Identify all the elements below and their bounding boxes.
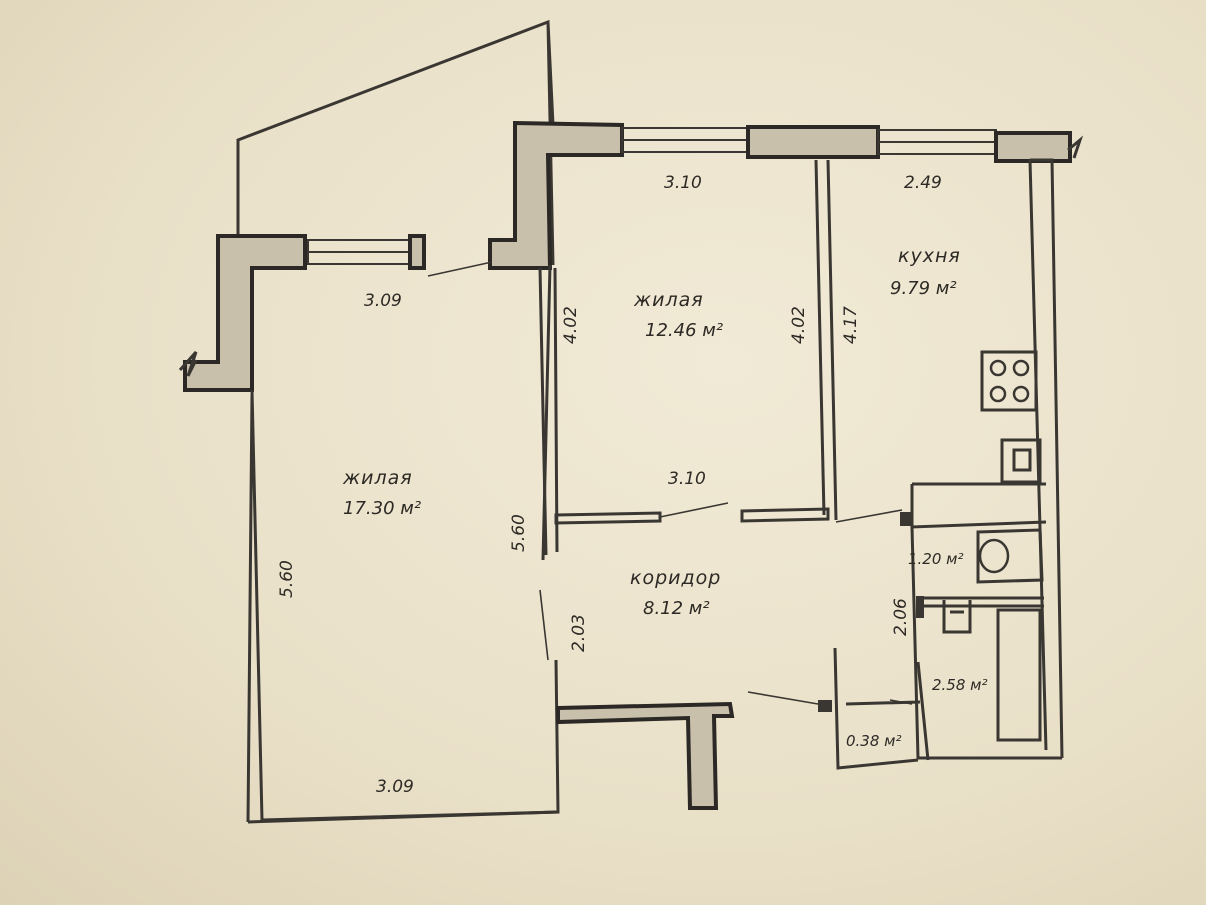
wall-small-left: [538, 267, 559, 556]
wall-pier-right: [994, 131, 1072, 163]
dim-top-small: 3.10: [664, 173, 702, 193]
dim-bottom-big: 3.09: [376, 777, 414, 797]
wall-small-bottom: [554, 507, 830, 525]
exterior-wall-left: [183, 234, 307, 392]
dim-right-big: 5.60: [509, 514, 529, 552]
room-name-living-big: жилая: [342, 467, 413, 489]
sink-icon: [1000, 438, 1042, 484]
dim-left-small: 4.02: [561, 306, 581, 344]
washbasin-icon: [978, 538, 1010, 574]
wall-bath: [910, 526, 1062, 760]
room-area-bath: 1.20 м²: [908, 550, 964, 568]
room-area-closet: 0.38 м²: [846, 732, 902, 750]
break-mark-left: [178, 351, 198, 377]
window-small-room: [621, 127, 749, 153]
dim-left-big: 5.60: [277, 560, 297, 598]
dim-top-kitchen: 2.49: [904, 173, 942, 193]
wall-wc: [833, 647, 930, 770]
toilet-icon: [942, 600, 972, 634]
room-name-living-small: жилая: [633, 289, 704, 311]
room-name-corridor: коридор: [630, 567, 721, 589]
dim-corridor-left: 2.03: [569, 614, 589, 652]
room-area-living-small: 12.46 м²: [645, 320, 723, 341]
wall-corridor-bottom: [556, 701, 735, 810]
room-area-kitchen: 9.79 м²: [890, 278, 957, 299]
wall-kitchen-bottom: [910, 482, 1047, 529]
wall-pier: [746, 125, 880, 159]
shower-tray-icon: [996, 608, 1042, 742]
wall-small-right: [814, 159, 838, 521]
window-kitchen: [877, 129, 997, 155]
stove-icon: [980, 350, 1038, 412]
dim-kitchen-side: 4.17: [841, 306, 861, 344]
exterior-wall-middle: [488, 120, 624, 270]
dim-small-bottom: 3.10: [668, 469, 706, 489]
room-area-corridor: 8.12 м²: [643, 598, 710, 619]
wall-right: [1028, 158, 1064, 759]
break-mark-right: [1067, 135, 1084, 159]
door-swings: [427, 261, 924, 712]
room-area-wc: 2.58 м²: [932, 676, 988, 694]
room-area-living-big: 17.30 м²: [343, 498, 421, 519]
dim-corridor-right: 2.06: [891, 598, 911, 636]
wall-big-room-inner: [247, 810, 559, 824]
bathtub-icon: [976, 528, 1044, 584]
dim-right-small: 4.02: [789, 306, 809, 344]
room-name-kitchen: кухня: [898, 245, 961, 267]
balcony-outline: [218, 19, 555, 266]
dim-top-big: 3.09: [364, 291, 402, 311]
window-big-room: [307, 234, 426, 270]
stove-burners-icon: [989, 359, 1030, 403]
